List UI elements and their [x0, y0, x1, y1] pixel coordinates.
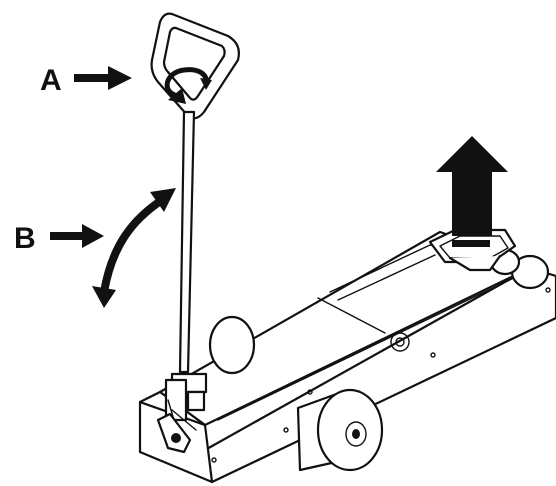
circular-arrow-icon	[164, 67, 212, 104]
pointer-arrow-a-icon	[74, 66, 132, 90]
front-wheel	[296, 388, 384, 472]
label-b: B	[14, 222, 36, 255]
up-arrow-icon	[436, 136, 508, 236]
rear-wheel	[208, 315, 256, 375]
label-a: A	[40, 64, 62, 97]
pointer-arrow-b-icon	[50, 224, 104, 248]
curved-double-arrow-icon	[92, 188, 176, 308]
pump-handle	[150, 12, 240, 454]
